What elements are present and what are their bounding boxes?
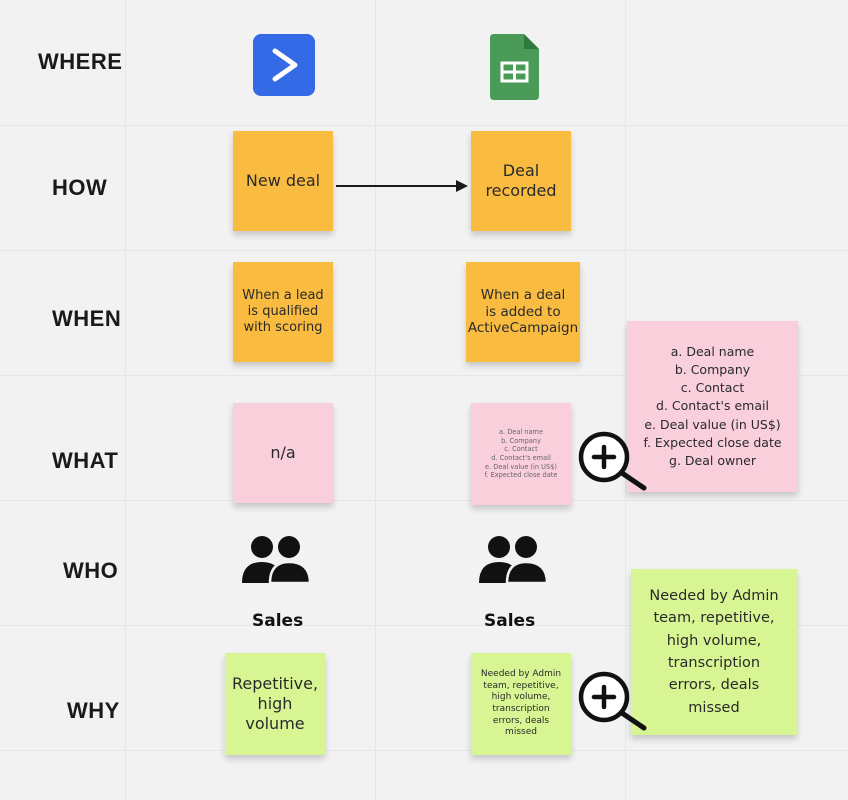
sticky-text-line: Needed by Admin (480, 668, 562, 679)
who-label-left: Sales (252, 611, 304, 631)
sticky-text-line: is qualified (247, 303, 319, 319)
who-label-right: Sales (484, 611, 536, 631)
sticky-text-line: e. Deal value (in US$) (485, 462, 557, 471)
sticky-why-small: Needed by Admin team, repetitive, high v… (471, 653, 571, 755)
row-label-who: WHO (63, 558, 119, 583)
sticky-text-line: Needed by Admin (649, 587, 779, 604)
sticky-text-line: is added to (485, 303, 561, 320)
sticky-text-line: a. Deal name (498, 428, 544, 437)
row-label-why: WHY (67, 698, 120, 723)
sticky-text-line: c. Contact (504, 445, 538, 454)
row-label-what: WHAT (52, 448, 119, 473)
flow-arrow (336, 180, 468, 192)
sticky-text-line: e. Deal value (in US$) (644, 416, 781, 432)
people-icon (479, 535, 549, 588)
sticky-text: New deal (245, 171, 321, 190)
sticky-text-line: missed (688, 699, 740, 716)
sticky-text-line: f. Expected close date (484, 471, 558, 480)
sticky-why-left: Repetitive, high volume (225, 653, 325, 755)
sticky-text-line: b. Company (501, 436, 541, 445)
sticky-text-line: a. Deal name (670, 344, 755, 360)
sticky-text-line: high (257, 694, 293, 713)
sticky-text-line: d. Contact's email (656, 398, 769, 414)
sticky-text-line: f. Expected close date (643, 434, 782, 450)
sticky-text-line: volume (245, 714, 305, 733)
sticky-text-line: recorded (485, 181, 557, 200)
grid-line (0, 125, 848, 126)
activecampaign-icon (253, 34, 315, 101)
sticky-text-line: missed (505, 727, 537, 738)
grid-line (0, 250, 848, 251)
sticky-why-zoomed: Needed by Admin team, repetitive, high v… (631, 569, 797, 735)
sticky-text-line: with scoring (243, 320, 323, 336)
sticky-text-line: errors, deals (668, 677, 760, 694)
sticky-text-line: Repetitive, (231, 674, 319, 693)
row-label-where: WHERE (38, 49, 123, 74)
sticky-text-line: b. Company (674, 362, 751, 378)
sticky-text-line: high volume, (491, 692, 551, 703)
sticky-text-line: errors, deals (492, 715, 550, 726)
sticky-text-line: Deal (502, 161, 540, 180)
zoom-in-icon (577, 430, 649, 497)
grid-line (0, 750, 848, 751)
grid-line (0, 625, 848, 626)
sticky-text-line: high volume, (666, 632, 762, 649)
sticky-text-line: When a deal (480, 286, 566, 303)
grid-line (625, 0, 626, 800)
sticky-new-deal: New deal (233, 131, 333, 231)
grid-line (375, 0, 376, 800)
sticky-text-line: When a lead (242, 287, 324, 303)
sticky-text-line: transcription (492, 704, 550, 714)
google-sheets-icon (490, 34, 539, 105)
sticky-when-lead-qualified: When a lead is qualified with scoring (233, 262, 333, 362)
sticky-text-line: transcription (667, 655, 761, 671)
row-label-how: HOW (52, 175, 108, 200)
grid-line (0, 375, 848, 376)
sticky-text-line: d. Contact's email (491, 454, 551, 462)
sticky-deal-recorded: Deal recorded (471, 131, 571, 231)
sticky-what-fields-zoomed: a. Deal name b. Company c. Contact d. Co… (627, 321, 798, 492)
sticky-text-line: g. Deal owner (669, 452, 756, 468)
grid-line (125, 0, 126, 800)
grid-line (0, 500, 848, 501)
sticky-text: n/a (270, 443, 296, 462)
zoom-in-icon (577, 670, 649, 737)
people-icon (242, 535, 312, 588)
sticky-what-fields-small: a. Deal name b. Company c. Contact d. Co… (471, 403, 571, 505)
sticky-what-na: n/a (233, 403, 333, 503)
sticky-when-deal-added: When a deal is added to ActiveCampaign (466, 262, 580, 362)
sticky-text-line: c. Contact (680, 380, 745, 396)
sticky-text-line: team, repetitive, (483, 680, 559, 691)
row-label-when: WHEN (52, 306, 122, 331)
sticky-text-line: team, repetitive, (653, 610, 775, 627)
sticky-text-line: ActiveCampaign (467, 320, 579, 337)
